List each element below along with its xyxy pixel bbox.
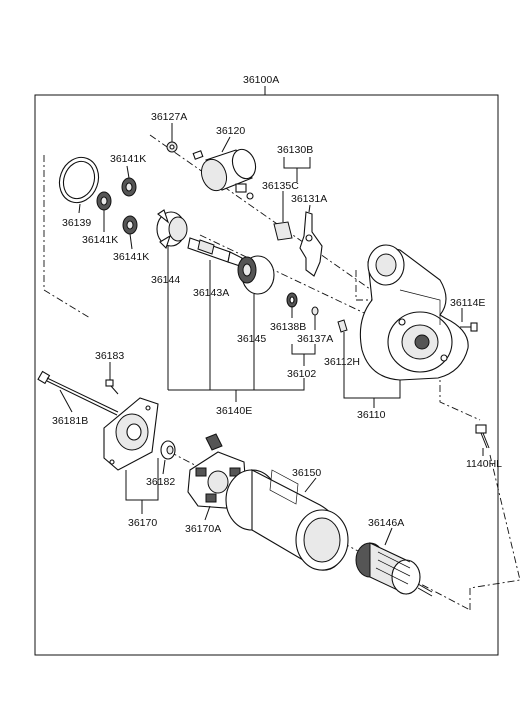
leader-36140E-bracket bbox=[168, 378, 305, 391]
leader-36102-bracket bbox=[291, 344, 316, 355]
bushing-36112H bbox=[337, 319, 348, 333]
label-36146A: 36146A bbox=[368, 517, 404, 529]
label-36182: 36182 bbox=[146, 476, 175, 488]
leader-36130B-bracket bbox=[283, 157, 311, 169]
leader-36150 bbox=[304, 477, 317, 493]
label-36114E: 36114E bbox=[450, 297, 485, 309]
axis-line-armature bbox=[469, 454, 521, 610]
label-36138B: 36138B bbox=[270, 321, 306, 333]
label-36102: 36102 bbox=[287, 368, 316, 380]
stop-ring-36137A bbox=[311, 306, 319, 316]
axis-line-upper bbox=[149, 134, 401, 311]
pinion-gear-36141K-mid bbox=[96, 191, 112, 211]
bolt-1140HL bbox=[475, 424, 490, 449]
label-36170A: 36170A bbox=[185, 523, 221, 535]
leader-36181B bbox=[59, 389, 73, 413]
label-36150: 36150 bbox=[292, 467, 321, 479]
screw-36183 bbox=[105, 379, 119, 395]
label-36141K-mid: 36141K bbox=[82, 234, 118, 246]
label-36143A: 36143A bbox=[193, 287, 229, 299]
label-36112H: 36112H bbox=[324, 356, 360, 368]
label-36135C: 36135C bbox=[262, 180, 299, 192]
front-housing-36110 bbox=[359, 244, 469, 381]
gear-housing-36144 bbox=[156, 209, 188, 250]
yoke-36150 bbox=[225, 469, 349, 571]
bolt-36114E bbox=[460, 322, 478, 332]
washer-36138B bbox=[286, 292, 298, 308]
label-36183: 36183 bbox=[95, 350, 124, 362]
pinion-shaft-36143A bbox=[187, 237, 243, 267]
overrunning-clutch-36145 bbox=[237, 255, 275, 295]
label-36141K-low: 36141K bbox=[113, 251, 149, 263]
leader-36141K-low bbox=[129, 233, 133, 250]
label-36137A: 36137A bbox=[297, 333, 333, 345]
label-36131A: 36131A bbox=[291, 193, 327, 205]
label-36139: 36139 bbox=[62, 217, 91, 229]
o-ring-36139 bbox=[58, 156, 100, 204]
label-36110: 36110 bbox=[357, 409, 386, 421]
bushing-36182 bbox=[160, 440, 176, 460]
pinion-gear-36141K-low bbox=[122, 215, 138, 235]
label-36100A: 36100A bbox=[243, 74, 279, 86]
leader-36120 bbox=[221, 136, 231, 153]
leader-36146A bbox=[384, 527, 393, 546]
label-36120: 36120 bbox=[216, 125, 245, 137]
leader-36139 bbox=[78, 203, 81, 214]
lever-36131A bbox=[299, 211, 323, 277]
label-36140E: 36140E bbox=[216, 405, 252, 417]
label-36170: 36170 bbox=[128, 517, 157, 529]
label-36145: 36145 bbox=[237, 333, 266, 345]
label-36127A: 36127A bbox=[151, 111, 187, 123]
label-36181B: 36181B bbox=[52, 415, 88, 427]
armature-36146A bbox=[355, 542, 433, 597]
leader-36131A bbox=[308, 204, 311, 213]
label-36130B: 36130B bbox=[277, 144, 313, 156]
plate-36135C bbox=[273, 221, 293, 241]
leader-36141K-top bbox=[126, 165, 130, 179]
axis-line-left bbox=[43, 155, 91, 319]
solenoid-36120 bbox=[192, 148, 257, 200]
nut-36127A bbox=[166, 141, 178, 153]
rear-cover-36170 bbox=[103, 397, 159, 471]
label-36144: 36144 bbox=[151, 274, 180, 286]
leader-36170A bbox=[204, 505, 211, 521]
assembly-frame bbox=[34, 94, 499, 656]
leader-36110-bracket bbox=[343, 332, 401, 399]
leader-36182 bbox=[162, 459, 166, 475]
pinion-gear-36141K-top bbox=[121, 177, 137, 197]
label-1140HL: 1140HL bbox=[466, 458, 502, 470]
through-bolt-36181B bbox=[37, 370, 119, 416]
label-36141K-top: 36141K bbox=[110, 153, 146, 165]
